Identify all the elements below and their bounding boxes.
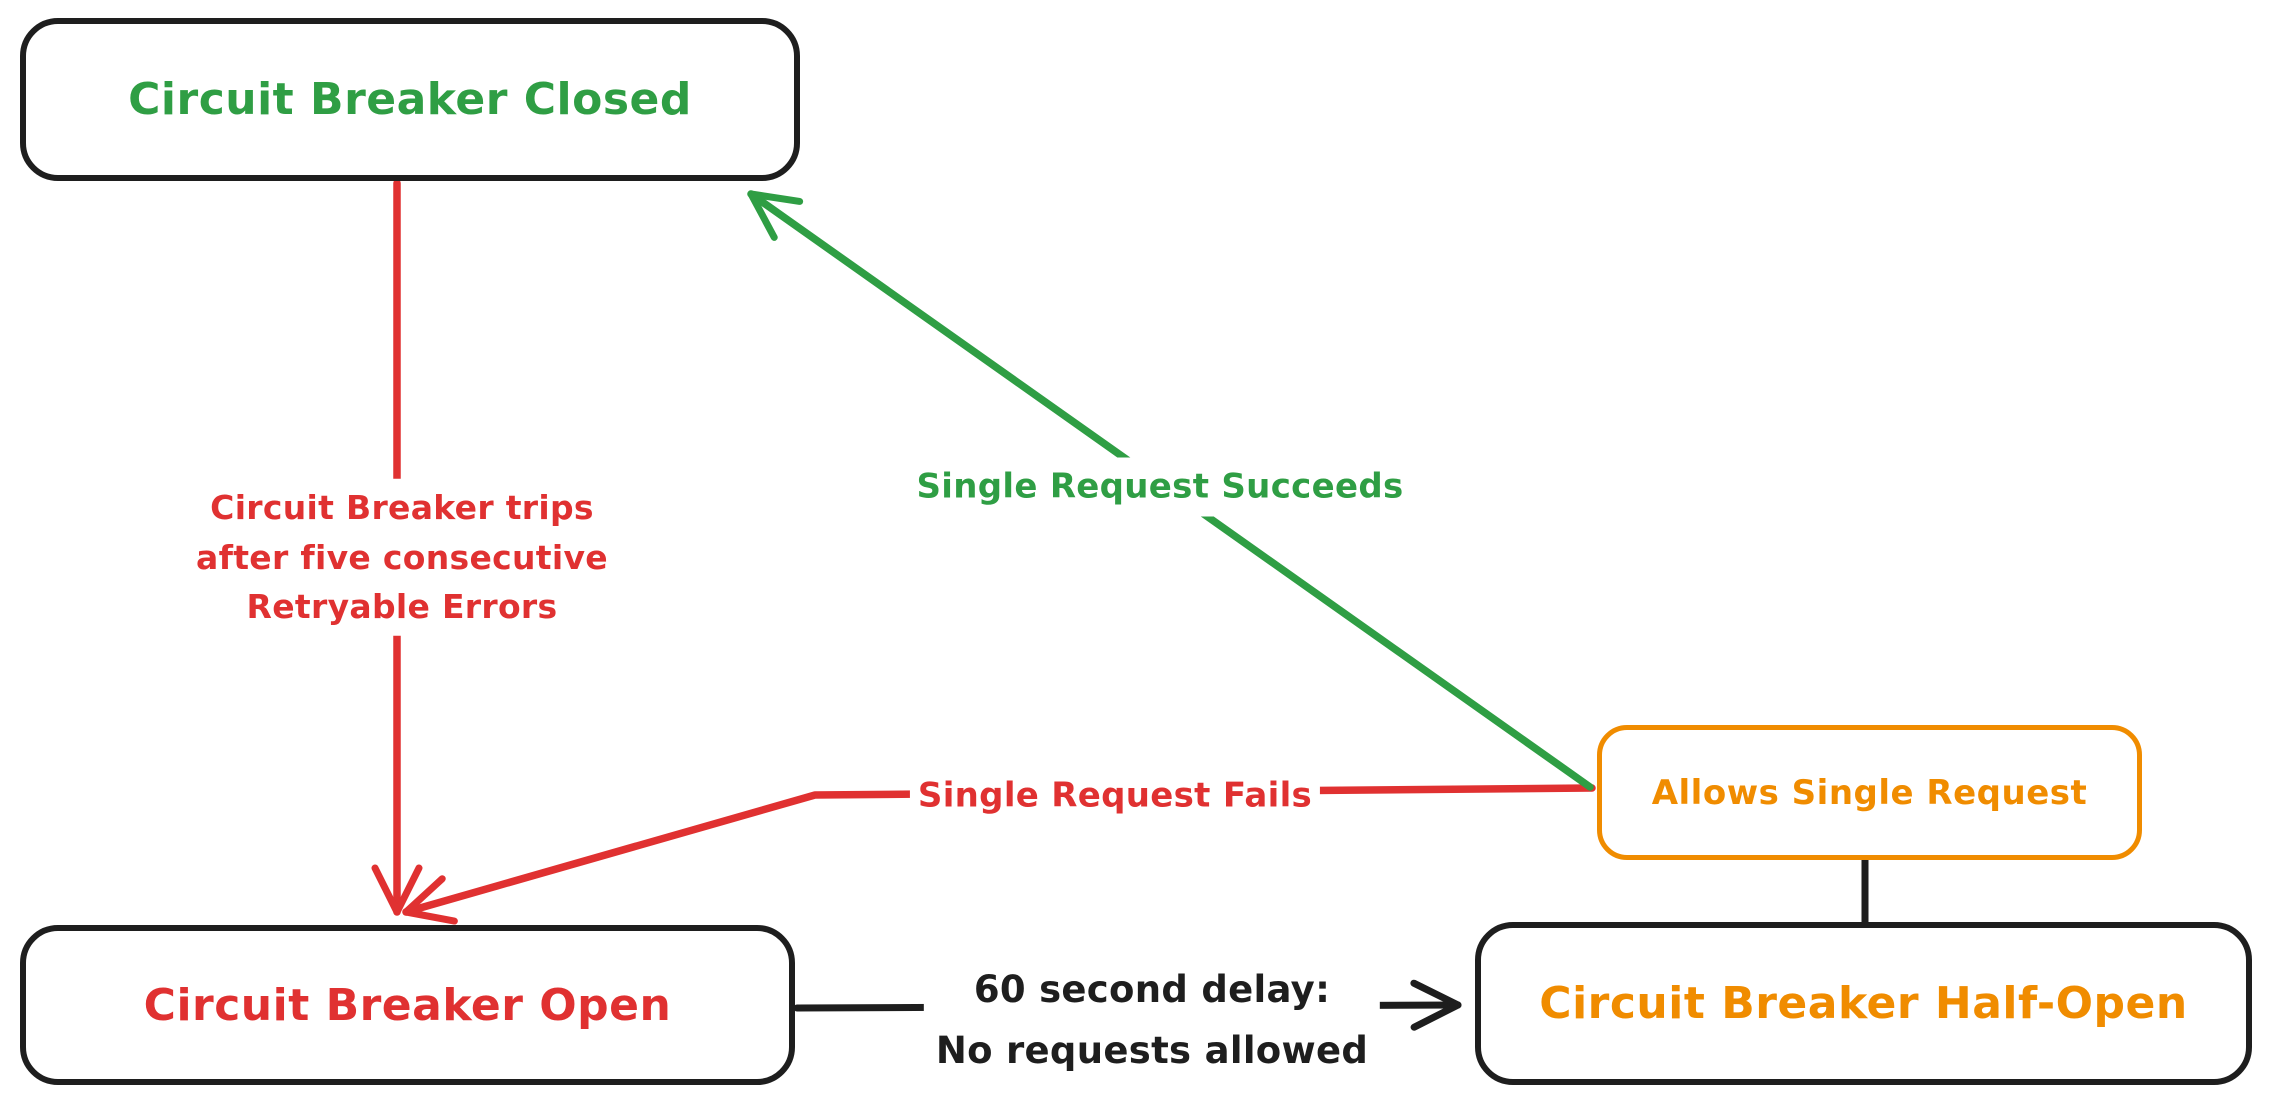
node-allows-single-request: Allows Single Request [1597,725,2142,860]
node-half-open-label: Circuit Breaker Half-Open [1539,978,2188,1029]
edge-fails-arrow [402,784,1596,925]
edge-label-delay-line2: No requests allowed [935,1029,1369,1072]
edge-label-delay-line1: 60 second delay: [973,967,1331,1011]
edge-label-fails-text: Single Request Fails [917,775,1313,816]
edge-label-succeeds: Single Request Succeeds [904,457,1416,517]
edge-label-delay: 60 second delay: No requests allowed [923,954,1381,1086]
node-allows-label: Allows Single Request [1651,772,2088,813]
node-circuit-breaker-closed: Circuit Breaker Closed [20,18,800,181]
edge-label-fails: Single Request Fails [909,768,1321,824]
node-open-label: Circuit Breaker Open [143,979,672,1031]
edge-label-trips: Circuit Breaker trips after five consecu… [184,478,620,636]
edge-label-trips-line1: Circuit Breaker trips [210,487,594,527]
node-circuit-breaker-open: Circuit Breaker Open [20,925,795,1085]
edge-label-trips-line2: after five consecutive [196,537,608,577]
node-closed-label: Circuit Breaker Closed [128,74,692,125]
edge-label-succeeds-text: Single Request Succeeds [916,466,1404,507]
edge-label-trips-line3: Retryable Errors [246,586,558,626]
node-circuit-breaker-half-open: Circuit Breaker Half-Open [1475,922,2252,1085]
